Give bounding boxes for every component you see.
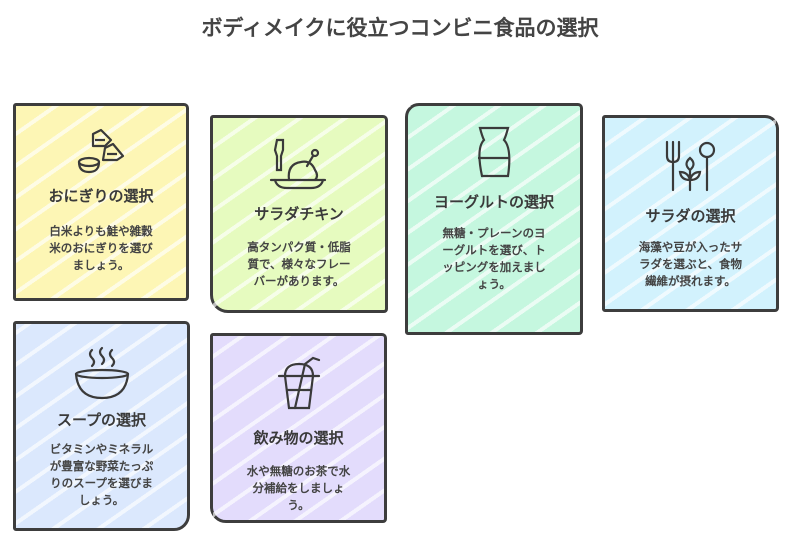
yogurt-cup-icon bbox=[478, 126, 511, 178]
card-description: 高タンパク質・低脂質で、様々なフレーバーがあります。 bbox=[247, 240, 351, 288]
card-drink: 飲み物の選択 水や無糖のお茶で水分補給をしましょう。 bbox=[210, 333, 387, 523]
card-title: サラダチキン bbox=[254, 205, 344, 223]
card-description: 無糖・プレーンのヨーグルトを選び、トッピングを加えましょう。 bbox=[442, 226, 546, 291]
card-title: ヨーグルトの選択 bbox=[433, 193, 554, 211]
card-salad-chicken: サラダチキン 高タンパク質・低脂質で、様々なフレーバーがあります。 bbox=[210, 115, 388, 313]
soup-bowl-icon bbox=[74, 346, 129, 400]
card-title: 飲み物の選択 bbox=[253, 429, 344, 447]
card-title: スープの選択 bbox=[56, 411, 147, 429]
card-yogurt: ヨーグルトの選択 無糖・プレーンのヨーグルトを選び、トッピングを加えましょう。 bbox=[405, 103, 583, 335]
card-soup: スープの選択 ビタミンやミネラルが豊富な野菜たっぷりのスープを選びましょう。 bbox=[13, 321, 190, 531]
fork-spoon-leaf-icon bbox=[665, 140, 715, 192]
page-title: ボディメイクに役立つコンビニ食品の選択 bbox=[201, 16, 599, 40]
card-title: おにぎりの選択 bbox=[48, 187, 154, 205]
card-title: サラダの選択 bbox=[645, 207, 736, 225]
drink-cup-icon bbox=[277, 356, 320, 410]
card-description: 白米よりも鮭や雑穀米のおにぎりを選びましょう。 bbox=[49, 224, 153, 272]
card-salad: サラダの選択 海藻や豆が入ったサラダを選ぶと、食物繊維が摂れます。 bbox=[602, 115, 779, 312]
roast-chicken-icon bbox=[269, 138, 327, 190]
card-description: 水や無糖のお茶で水分補給をしましょう。 bbox=[246, 464, 351, 512]
card-description: 海藻や豆が入ったサラダを選ぶと、食物繊維が摂れます。 bbox=[638, 240, 743, 288]
onigiri-icon bbox=[77, 128, 125, 174]
card-description: ビタミンやミネラルが豊富な野菜たっぷりのスープを選びましょう。 bbox=[49, 442, 154, 507]
card-onigiri: おにぎりの選択 白米よりも鮭や雑穀米のおにぎりを選びましょう。 bbox=[13, 103, 189, 301]
